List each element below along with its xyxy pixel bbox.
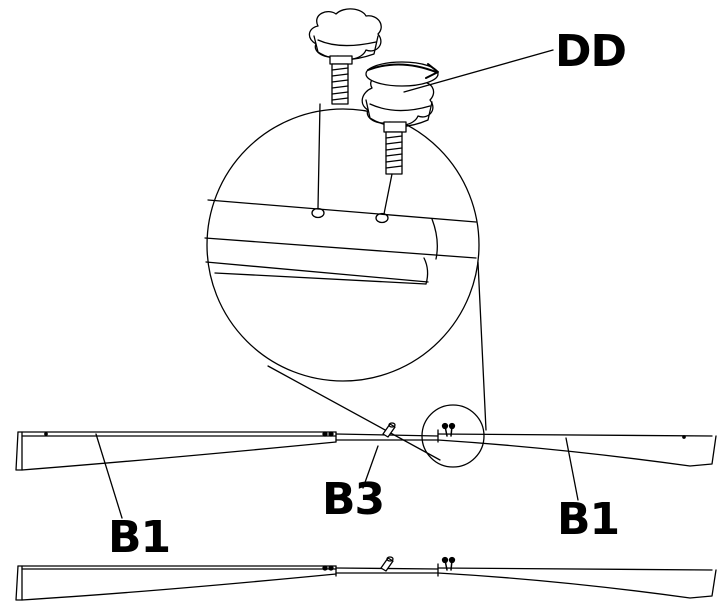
leader-b1-left <box>95 433 123 519</box>
star-knob-icon <box>308 8 382 209</box>
leader-b3 <box>362 445 379 489</box>
rail-assembly-lower <box>15 556 717 601</box>
rail-assembly-upper <box>15 422 717 471</box>
label-dd: DD <box>555 26 626 77</box>
label-b1-left: B1 <box>108 512 170 563</box>
label-b1-right: B1 <box>557 494 619 545</box>
screw-hole-right <box>375 212 389 224</box>
detail-magnifier <box>204 108 487 461</box>
leader-b1-right <box>565 437 579 501</box>
label-b3: B3 <box>322 474 384 525</box>
leader-dd <box>403 49 554 93</box>
magnified-rail-section <box>204 199 477 285</box>
connector-pin <box>382 422 396 438</box>
star-knob-icon <box>361 72 435 215</box>
rotate-arrow-icon <box>365 61 439 87</box>
